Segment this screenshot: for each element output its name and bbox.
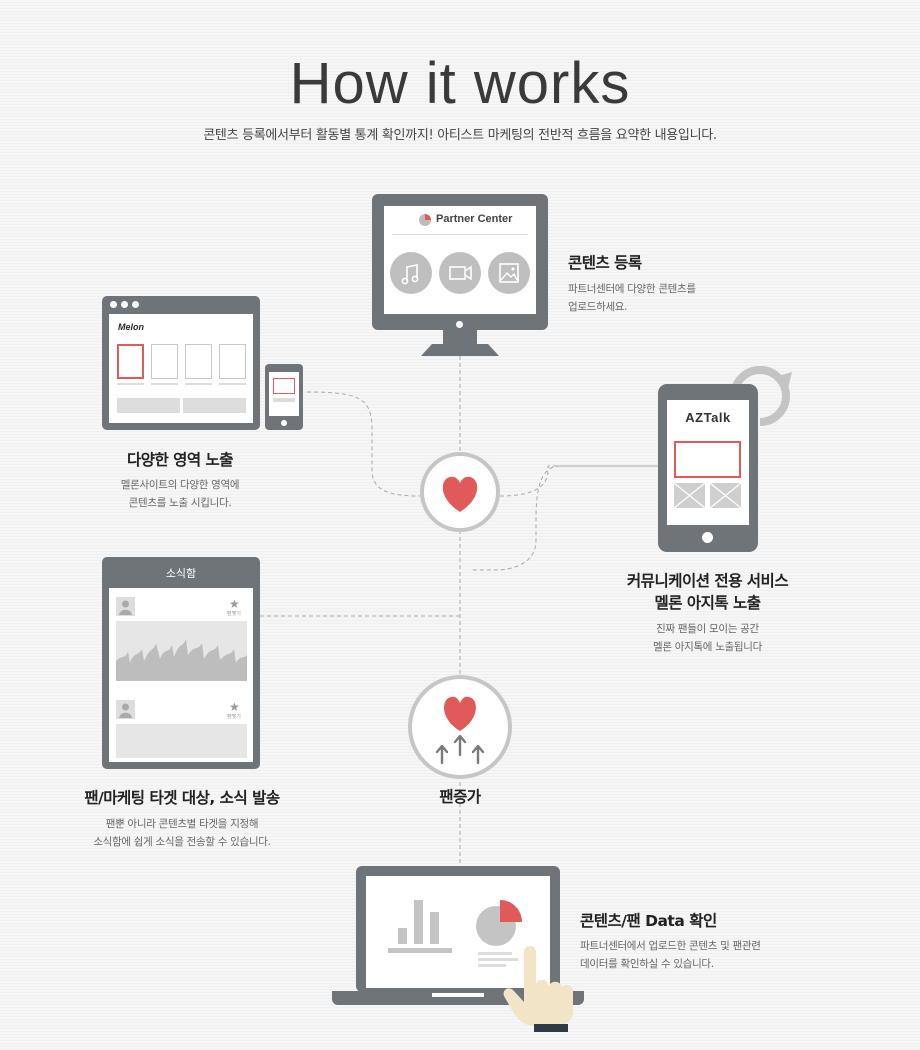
register-description: 파트너센터에 다양한 콘텐츠를 업로드하세요. [568,283,696,313]
heart-icon [442,476,478,512]
video-camera-icon [439,252,481,294]
avatar [116,597,135,616]
star-icon: ★ [229,597,240,611]
exposure-description: 멜론사이트의 다양한 영역에 콘텐츠를 노출 시킵니다. [120,479,240,509]
image-icon [488,252,530,294]
partner-center-title: Partner Center [436,213,513,225]
music-note-icon [390,252,432,294]
page-title: How it works [289,51,631,116]
avatar [116,700,135,719]
fan-increase-circle [408,675,512,779]
image-placeholder-icons [674,483,741,509]
data-check-heading: 콘텐츠/팬 Data 확인 [580,912,717,930]
newsletter-title: 소식함 [165,567,197,580]
pie-chart-icon [476,900,522,967]
aztalk-heading: 커뮤니케이션 전용 서비스 멜론 아지톡 노출 [626,572,789,612]
bar-chart-icon [388,900,452,953]
aztalk-title: AZTalk [685,410,731,425]
register-heading: 콘텐츠 등록 [568,254,642,272]
exposure-heading: 다양한 영역 노출 [126,451,234,469]
page-subtitle: 콘텐츠 등록에서부터 활동별 통계 확인까지! 아티스트 마케팅의 전반적 흐름… [203,128,717,143]
heart-circle [420,452,500,532]
heart-up-arrows-icon [435,696,485,765]
aztalk-description: 진짜 팬들이 모이는 공간 멜론 아지톡에 노출됩니다 [652,623,763,653]
newsletter-description: 팬뿐 아니라 콘텐츠별 타겟을 지정해 소식함에 쉽게 소식을 전송할 수 있습… [93,818,271,848]
refresh-icon [730,366,792,426]
pointing-hand-icon [503,946,573,1032]
star-icon: ★ [229,700,240,714]
newsletter-heading: 팬/마케팅 타겟 대상, 소식 발송 [84,789,280,807]
concert-crowd-image [116,621,247,681]
pie-chart-icon [419,214,431,226]
data-check-description: 파트너센터에서 업로드한 콘텐츠 및 팬관련 데이터를 확인하실 수 있습니다. [580,940,761,970]
melon-logo: Melon [118,322,144,332]
fan-increase-label: 팬증가 [439,788,481,806]
